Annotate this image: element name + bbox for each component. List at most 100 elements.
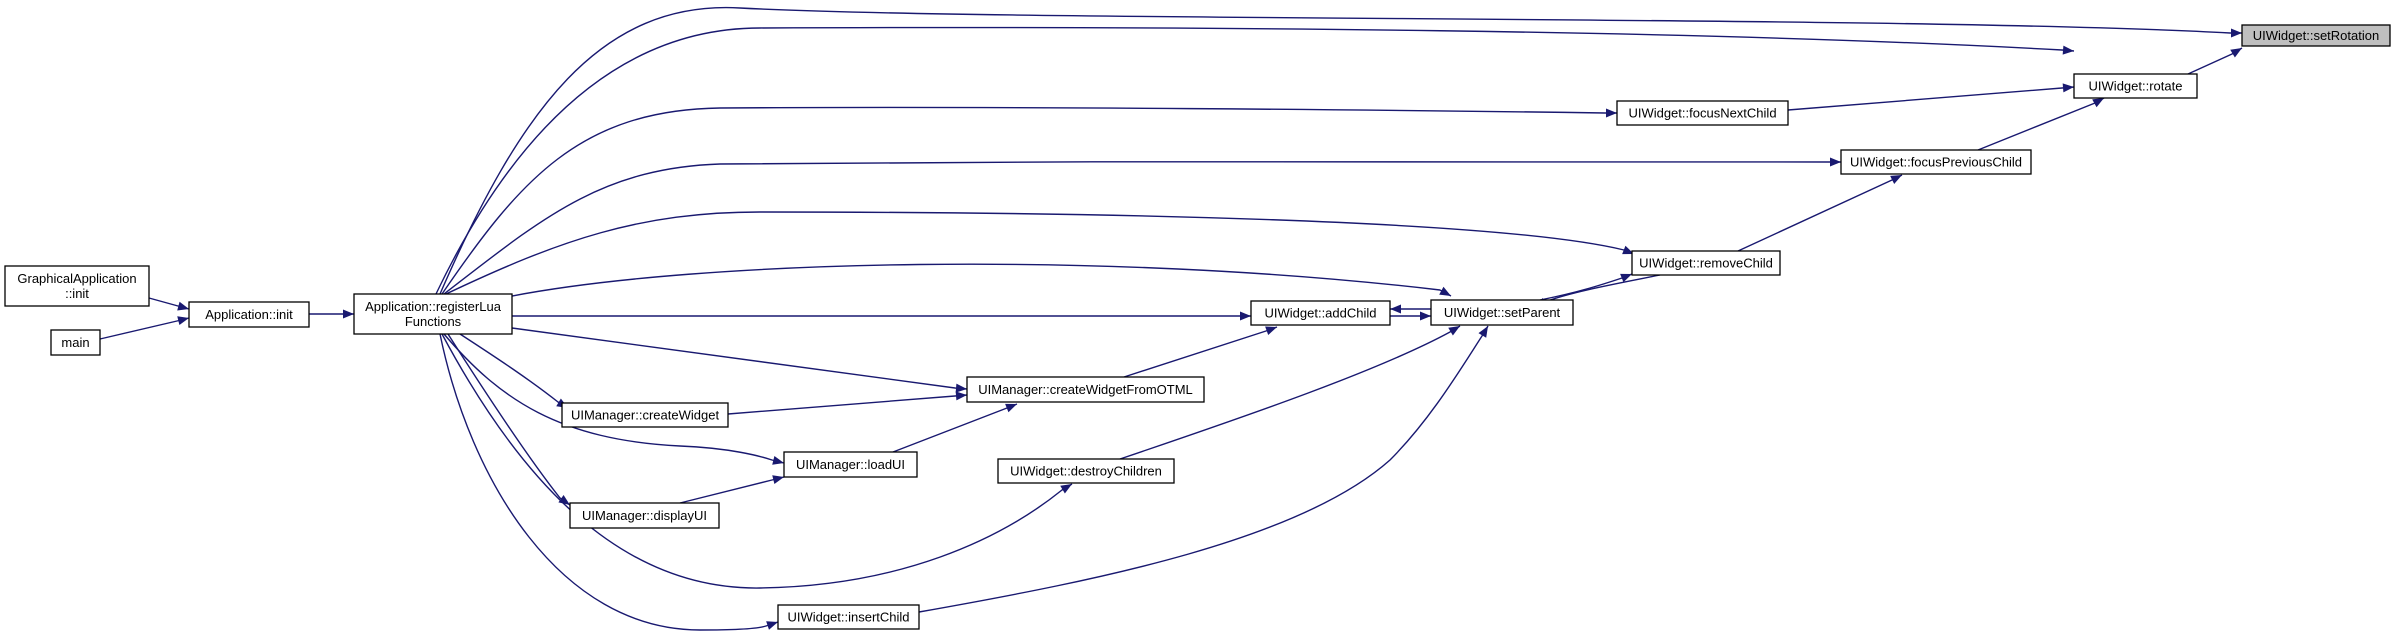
edge-line	[443, 333, 785, 464]
node-add-child[interactable]: UIWidget::addChild	[1250, 300, 1391, 326]
edge-set-parent-to-add-child	[1390, 304, 1431, 314]
edge-register-lua-functions-to-rotate	[435, 26, 2075, 295]
node-label: UIWidget::setRotation	[2253, 28, 2379, 43]
edge-register-lua-functions-to-create-widget	[459, 333, 569, 409]
arrowhead	[1620, 273, 1632, 283]
edge-line	[1787, 86, 2075, 111]
edge-line	[441, 333, 1073, 589]
node-box[interactable]	[783, 451, 918, 478]
edge-line	[511, 327, 968, 390]
node-insert-child[interactable]: UIWidget::insertChild	[777, 604, 920, 630]
arrowhead	[1439, 286, 1451, 296]
node-display-ui[interactable]: UIManager::displayUI	[569, 502, 720, 529]
arrowhead	[1622, 245, 1634, 255]
node-create-widget[interactable]: UIManager::createWidget	[561, 402, 729, 428]
edge-line	[439, 333, 779, 631]
node-box[interactable]	[188, 301, 310, 328]
edge-focus-next-child-to-rotate	[1787, 83, 2075, 111]
arrowhead	[1005, 403, 1017, 413]
node-label: UIWidget::insertChild	[787, 610, 909, 625]
node-box[interactable]	[353, 293, 513, 335]
arrowhead	[1390, 304, 1401, 314]
edge-register-lua-functions-to-load-ui	[443, 333, 785, 465]
node-remove-child[interactable]: UIWidget::removeChild	[1631, 250, 1781, 276]
edge-create-widget-to-create-widget-from-otml	[727, 391, 968, 415]
node-label: Application::registerLua	[365, 299, 502, 314]
node-main[interactable]: main	[50, 329, 101, 356]
node-box[interactable]	[2073, 73, 2198, 99]
arrowhead	[772, 475, 784, 485]
edge-register-lua-functions-to-create-widget-from-otml	[511, 327, 968, 393]
arrowhead	[1478, 326, 1488, 338]
edge-focus-previous-child-to-rotate	[1977, 97, 2105, 151]
edge-line	[1123, 326, 1278, 378]
edge-graphical-application-init-to-application-init	[148, 297, 190, 311]
node-label: main	[61, 335, 89, 350]
node-focus-next-child[interactable]: UIWidget::focusNextChild	[1616, 100, 1789, 126]
arrowhead	[1890, 175, 1902, 184]
edge-application-init-to-register-lua-functions	[309, 309, 354, 319]
node-box[interactable]	[1840, 149, 2032, 175]
edge-line	[435, 26, 2075, 295]
node-box[interactable]	[1250, 300, 1391, 326]
edge-line	[99, 317, 190, 340]
edge-register-lua-functions-to-remove-child	[445, 211, 1635, 295]
node-rotate[interactable]: UIWidget::rotate	[2073, 73, 2198, 99]
edge-register-lua-functions-to-focus-previous-child	[443, 157, 1841, 295]
edge-create-widget-from-otml-to-add-child	[1123, 326, 1278, 378]
node-label: GraphicalApplication	[17, 271, 136, 286]
node-box[interactable]	[1430, 299, 1574, 326]
arrowhead	[1830, 157, 1841, 167]
edge-register-lua-functions-to-set-parent	[511, 263, 1452, 297]
edge-line	[445, 211, 1635, 295]
edge-line	[892, 403, 1018, 453]
node-box[interactable]	[777, 604, 920, 630]
node-box[interactable]	[50, 329, 101, 356]
node-box[interactable]	[561, 402, 729, 428]
edge-load-ui-to-create-widget-from-otml	[892, 403, 1018, 453]
node-label: Functions	[405, 314, 462, 329]
node-label: UIWidget::addChild	[1265, 306, 1377, 321]
edge-line	[459, 333, 569, 409]
node-box[interactable]	[966, 376, 1205, 403]
edge-register-lua-functions-to-set-rotation	[439, 6, 2242, 295]
node-label: UIWidget::destroyChildren	[1010, 464, 1162, 479]
node-box[interactable]	[4, 265, 150, 307]
node-load-ui[interactable]: UIManager::loadUI	[783, 451, 918, 478]
edge-register-lua-functions-to-add-child	[512, 311, 1251, 321]
node-focus-previous-child[interactable]: UIWidget::focusPreviousChild	[1840, 149, 2032, 175]
node-label: UIWidget::setParent	[1444, 305, 1561, 320]
edge-rotate-to-set-rotation	[2187, 47, 2243, 75]
edge-main-to-application-init	[99, 316, 190, 340]
arrowhead	[1265, 326, 1277, 335]
arrowhead	[343, 309, 354, 319]
edge-line	[918, 325, 1489, 613]
node-create-widget-from-otml[interactable]: UIManager::createWidgetFromOTML	[966, 376, 1205, 403]
node-label: UIWidget::removeChild	[1639, 256, 1773, 271]
node-box[interactable]	[1631, 250, 1781, 276]
edge-register-lua-functions-to-focus-next-child	[441, 106, 1617, 295]
node-label: UIManager::displayUI	[582, 508, 707, 523]
node-box[interactable]	[2241, 24, 2391, 47]
edge-insert-child-to-set-parent	[918, 325, 1489, 613]
arrowhead	[2092, 98, 2104, 108]
node-box[interactable]	[569, 502, 720, 529]
edge-line	[1539, 273, 1633, 301]
node-graphical-application-init[interactable]: GraphicalApplication::init	[4, 265, 150, 307]
edge-destroy-children-to-set-parent	[1119, 325, 1461, 460]
node-box[interactable]	[997, 458, 1175, 484]
edge-line	[727, 394, 968, 415]
edge-add-child-to-set-parent	[1390, 311, 1431, 321]
node-set-rotation[interactable]: UIWidget::setRotation	[2241, 24, 2391, 47]
node-box[interactable]	[1616, 100, 1789, 126]
node-label: UIWidget::focusNextChild	[1628, 106, 1776, 121]
node-application-init[interactable]: Application::init	[188, 301, 310, 328]
edge-set-parent-to-remove-child	[1539, 273, 1633, 301]
node-set-parent[interactable]: UIWidget::setParent	[1430, 299, 1574, 326]
node-label: UIManager::loadUI	[796, 457, 905, 472]
node-label: UIManager::createWidgetFromOTML	[978, 382, 1193, 397]
node-label: ::init	[65, 286, 89, 301]
arrowhead	[1606, 108, 1617, 118]
node-destroy-children[interactable]: UIWidget::destroyChildren	[997, 458, 1175, 484]
